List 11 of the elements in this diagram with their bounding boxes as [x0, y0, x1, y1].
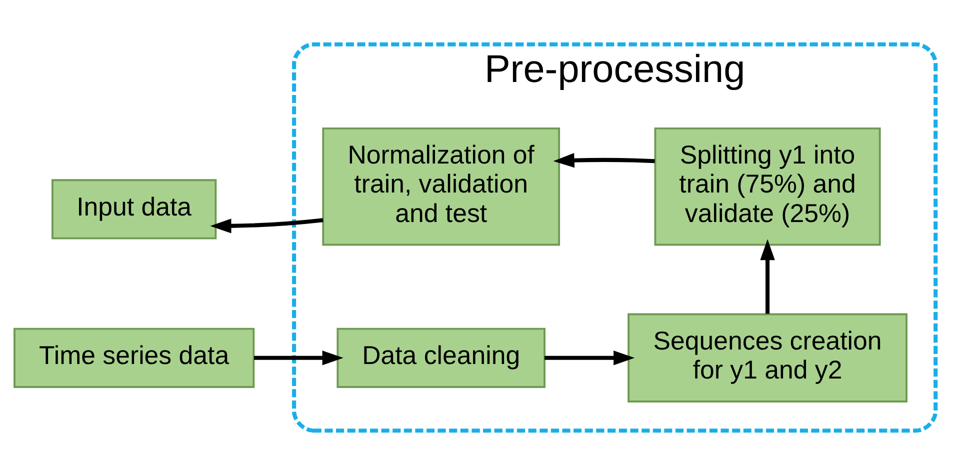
node-box: Sequences creation for y1 and y2	[628, 313, 908, 402]
arrow	[210, 218, 324, 234]
arrow	[254, 350, 344, 366]
arrow	[553, 152, 655, 168]
node-box: Data cleaning	[336, 328, 546, 388]
arrow	[760, 239, 775, 314]
node-box: Input data	[52, 179, 217, 240]
node-box: Splitting y1 into train (75%) and validate (25%)	[654, 127, 881, 246]
node-box: Normalization of train, validation and test	[322, 127, 560, 246]
node-box: Time series data	[14, 328, 255, 388]
arrow	[544, 350, 635, 366]
